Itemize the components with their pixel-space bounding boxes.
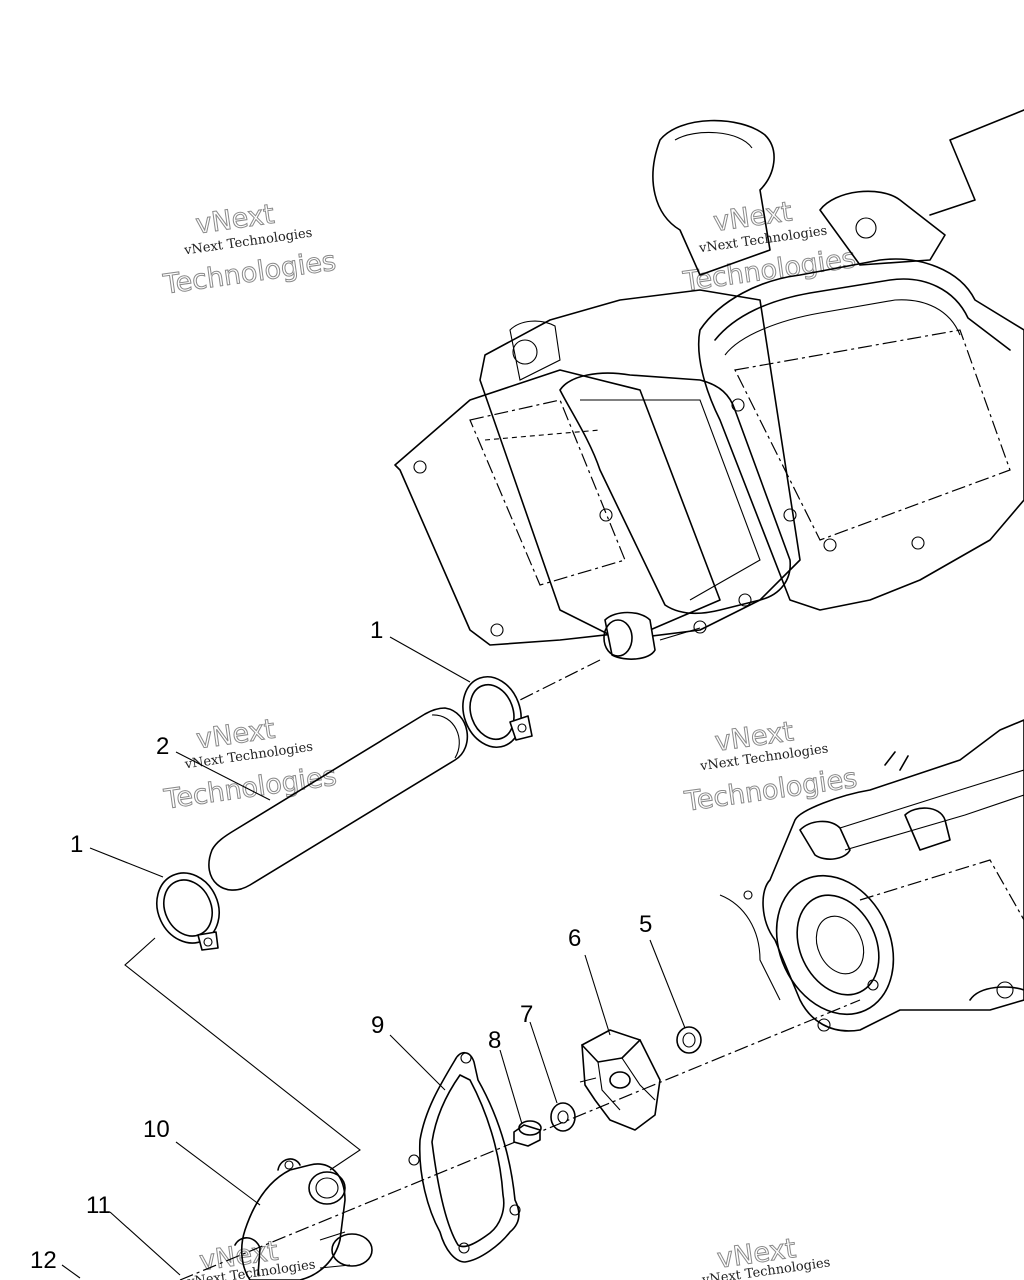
callout-labels: 1 2 1 6 5 7 8 9 10 11 12 <box>30 617 652 1274</box>
hose-clamp-top <box>462 676 533 748</box>
centerline-hose-top <box>519 659 601 701</box>
thermostat-housing <box>234 1158 373 1280</box>
routing-line-clamp-to-housing <box>124 937 361 1171</box>
watermark-1: vNext vNext Technologies Technologies <box>160 198 338 301</box>
leader-lines <box>61 636 686 1279</box>
callout-10: 10 <box>143 1116 170 1143</box>
centerline-pump-shaft <box>179 999 861 1280</box>
water-pump-housing <box>719 719 1024 1032</box>
watermark-6: vNext vNext Technologies <box>700 1233 831 1280</box>
callout-9: 9 <box>371 1012 384 1039</box>
washer <box>550 1102 576 1132</box>
hose-clamp-bottom <box>156 872 220 951</box>
callout-12: 12 <box>30 1247 57 1274</box>
watermark-4: vNext vNext Technologies Technologies <box>682 716 860 819</box>
impeller-bolt <box>513 1120 542 1147</box>
pump-seal <box>676 1026 702 1054</box>
watermark-3: vNext vNext Technologies Technologies <box>161 713 339 816</box>
callout-5: 5 <box>639 911 652 938</box>
pump-cover-gasket <box>408 1051 521 1263</box>
callout-8: 8 <box>488 1027 501 1054</box>
callout-2: 2 <box>156 733 169 760</box>
coolant-hose <box>208 707 469 891</box>
callout-7: 7 <box>520 1001 533 1028</box>
callout-1-left: 1 <box>70 831 83 858</box>
callout-1-top: 1 <box>370 617 383 644</box>
watermark-2: vNext vNext Technologies Technologies <box>680 196 858 299</box>
impeller <box>579 1029 661 1131</box>
callout-6: 6 <box>568 925 581 952</box>
cylinder-head-assembly <box>394 109 1024 660</box>
callout-11: 11 <box>86 1192 111 1219</box>
